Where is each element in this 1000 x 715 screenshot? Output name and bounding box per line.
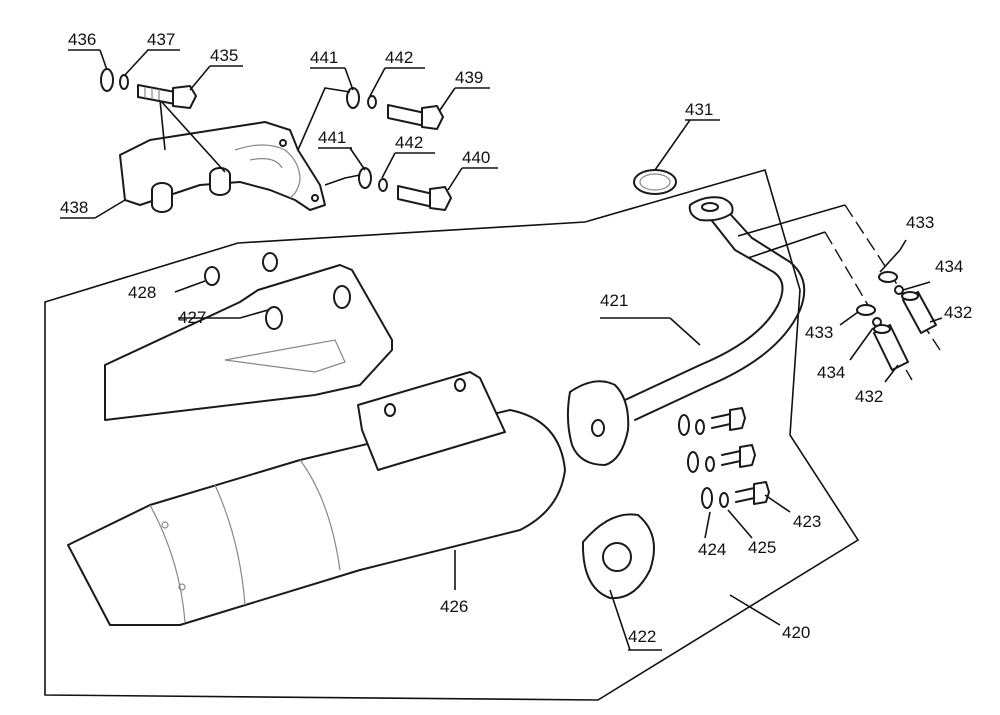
heat-shield-427 (104, 264, 393, 421)
callout-424: 424 (698, 540, 726, 559)
washer-441-b (358, 167, 372, 189)
callout-434-a: 434 (935, 257, 963, 276)
callout-428: 428 (128, 283, 156, 302)
callout-425: 425 (748, 538, 776, 557)
callout-442-b: 442 (395, 133, 423, 152)
callout-434-b: 434 (817, 363, 845, 382)
callout-436: 436 (68, 30, 96, 49)
callout-441-a: 441 (310, 48, 338, 67)
leader-lines (94, 49, 943, 651)
bracket-connect-lines (297, 87, 361, 186)
washer-436 (100, 68, 114, 92)
bolt-439 (387, 104, 444, 130)
callout-441-b: 441 (318, 128, 346, 147)
gasket-422 (581, 513, 655, 600)
callout-440: 440 (462, 148, 490, 167)
callout-420: 420 (782, 623, 810, 642)
stud-set-1 (678, 407, 746, 436)
callout-426: 426 (440, 597, 468, 616)
muffler-mount-plate (357, 371, 506, 471)
spring-washer-442-b (378, 178, 388, 192)
spring-washer-442-a (367, 95, 377, 109)
spacer-432-a (901, 291, 937, 334)
stud-set-2 (687, 444, 756, 473)
callout-437: 437 (147, 30, 175, 49)
callout-433-b: 433 (805, 323, 833, 342)
pipe-hanger-lines (737, 204, 846, 259)
bolt-435 (137, 84, 197, 109)
callout-423: 423 (793, 512, 821, 531)
callout-435: 435 (210, 46, 238, 65)
spring-washer-437 (119, 74, 129, 90)
spacer-432-b (873, 324, 909, 371)
callout-422: 422 (628, 627, 656, 646)
muffler-426 (67, 409, 566, 626)
callout-433-a: 433 (906, 213, 934, 232)
callout-421: 421 (600, 291, 628, 310)
callout-439: 439 (455, 68, 483, 87)
nut-434-a (894, 285, 904, 295)
stud-set-3 (701, 481, 770, 509)
bracket-438 (119, 121, 326, 213)
bracket-bolt-lines (159, 99, 226, 173)
callout-432-a: 432 (944, 303, 972, 322)
bolt-440 (397, 185, 452, 211)
washer-433-b (856, 304, 876, 316)
callout-labels: 436 437 435 438 441 442 439 441 442 440 … (60, 30, 972, 651)
washer-428-a (204, 266, 220, 286)
callout-431: 431 (685, 100, 713, 119)
assembly-420-outline (44, 169, 860, 701)
exhaust-pipe-421 (566, 196, 806, 466)
callout-442-a: 442 (385, 48, 413, 67)
callout-432-b: 432 (855, 387, 883, 406)
washer-428-b (262, 252, 278, 272)
washer-433-a (878, 271, 898, 283)
callout-438: 438 (60, 198, 88, 217)
